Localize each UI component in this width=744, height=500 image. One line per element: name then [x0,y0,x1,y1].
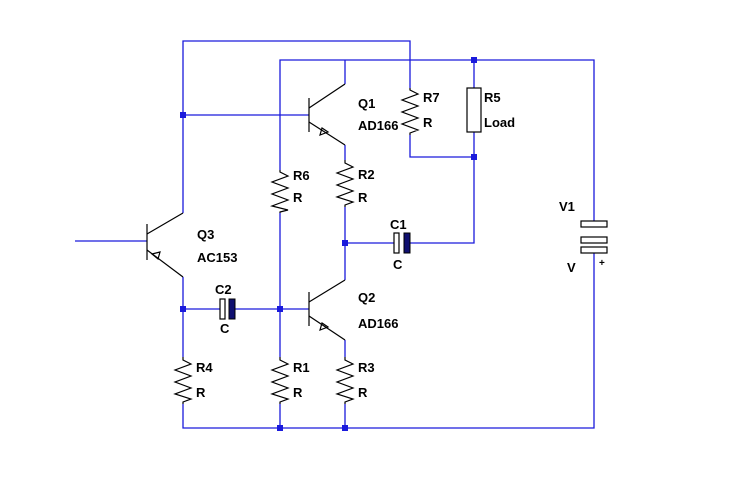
c2-value-label: C [220,321,230,336]
r1-ref-label: R1 [293,360,310,375]
wire-top-inner [279,59,595,221]
capacitor-c2-plate-open [219,298,226,320]
junction-nodes [180,57,477,431]
battery-v1-plate-mid [580,236,608,244]
v1-plus-label: + [599,258,605,269]
r4-ref-label: R4 [196,360,213,375]
q1-collector-leg [308,83,346,109]
c1-ref-label: C1 [390,217,407,232]
resistor-r6 [269,170,290,213]
wire-bottom-rail [182,253,595,429]
r4-value-label: R [196,385,206,400]
node [471,57,477,63]
q2-value-label: AD166 [358,316,398,331]
node [180,306,186,312]
r6-ref-label: R6 [293,168,310,183]
q2-ref-label: Q2 [358,290,375,305]
capacitor-c1-plate-filled [403,232,411,254]
transistor-q2 [308,279,346,341]
c1-value-label: C [393,257,403,272]
wire-top-outer [182,40,411,213]
node [342,240,348,246]
battery-v1-plate-bottom [580,246,608,254]
q1-emitter-leg [308,121,346,146]
node [471,154,477,160]
wire-r7-bottom [409,135,474,158]
r2-ref-label: R2 [358,167,375,182]
r1-value-label: R [293,385,303,400]
q2-emitter-arrow-icon [319,322,330,331]
r3-value-label: R [358,385,368,400]
r2-value-label: R [358,190,368,205]
r7-value-label: R [423,115,433,130]
resistor-r4 [173,357,193,404]
q1-value-label: AD166 [358,118,398,133]
resistor-r3 [335,357,355,404]
wire-r5-to-c1 [410,157,475,244]
v1-ref-label: V1 [559,199,575,214]
r3-ref-label: R3 [358,360,375,375]
q1-emitter-arrow-icon [319,127,330,136]
capacitor-c2-plate-filled [228,298,236,320]
transistor-q1 [308,83,346,146]
q2-collector-leg [308,279,346,303]
node [342,425,348,431]
resistor-r7 [400,88,420,135]
r5-ref-label: R5 [484,90,501,105]
q3-value-label: AC153 [197,250,237,265]
resistors [173,87,482,404]
c2-ref-label: C2 [215,282,232,297]
r6-value-label: R [293,190,303,205]
q3-emitter-arrow-icon [150,251,161,261]
q3-ref-label: Q3 [197,227,214,242]
q1-ref-label: Q1 [358,96,375,111]
q3-collector-leg [146,212,184,235]
wires [75,40,595,429]
resistor-r2 [335,160,355,207]
node [277,425,283,431]
v1-value-label: V [567,260,576,275]
r7-ref-label: R7 [423,90,440,105]
r5-value-label: Load [484,115,515,130]
capacitor-c1-plate-open [393,232,400,254]
node [180,112,186,118]
battery-v1 [580,220,608,254]
battery-v1-plate-top [580,220,608,228]
capacitors [219,232,411,320]
node [277,306,283,312]
labels: Q1 AD166 R7 R R5 Load R6 R R2 R C1 C V1 … [196,90,605,400]
transistor-q3 [146,212,184,278]
resistor-r5-load [466,87,482,133]
resistor-r1 [270,357,290,404]
